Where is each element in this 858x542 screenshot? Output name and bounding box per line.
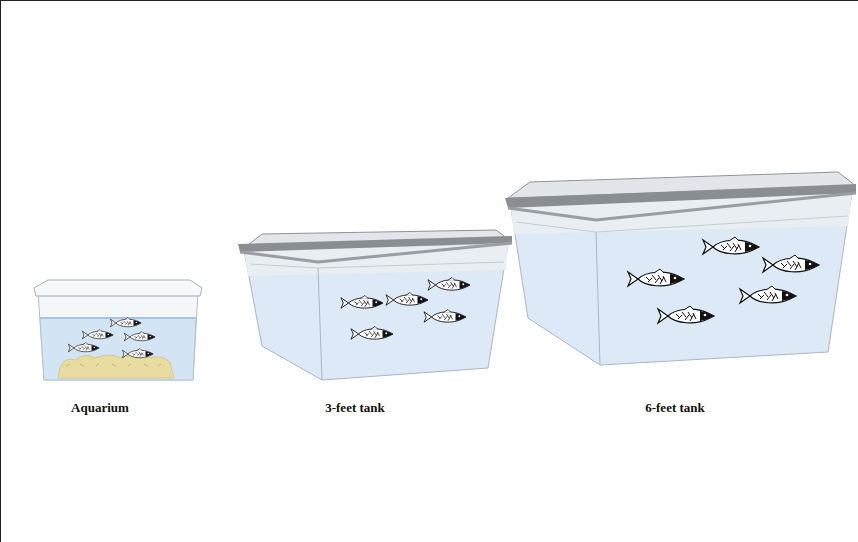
tank-caption: 3-feet tank	[325, 400, 385, 416]
aquarium-drawing	[34, 280, 202, 380]
tank-caption: Aquarium	[71, 400, 129, 416]
tank-caption: 6-feet tank	[645, 400, 705, 416]
six-feet-tank-drawing	[505, 172, 856, 365]
three-feet-tank-drawing	[238, 230, 512, 380]
